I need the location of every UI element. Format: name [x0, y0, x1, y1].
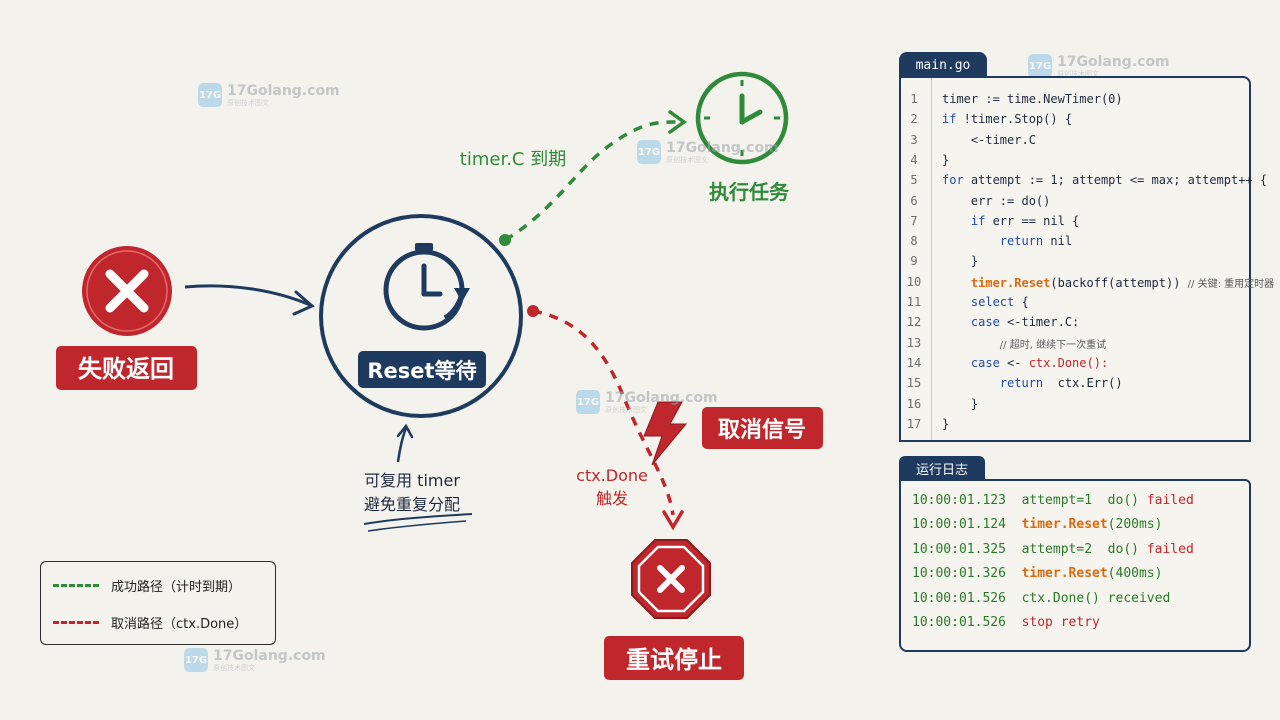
code-line-number: 9	[910, 254, 918, 269]
log-panel-tab[interactable]: 运行日志	[899, 456, 985, 481]
cancel-path	[532, 309, 675, 516]
code-panel: 1 timer := time.NewTimer(0) 2 if !timer.Sto…	[899, 76, 1274, 442]
cancel-arrow-head	[662, 510, 684, 531]
code-line-number: 5	[910, 173, 918, 188]
watermark: 17G 17Golang.com 原创技术图文	[576, 389, 718, 414]
ctx-done-line1: ctx.Done	[576, 466, 648, 485]
log-line: 10:00:01.526 stop retry	[912, 615, 1100, 630]
code-line-number: 12	[906, 315, 922, 330]
code-line: }	[942, 254, 979, 269]
code-line: // 超时, 继续下一次重试	[999, 339, 1107, 351]
code-line-number: 1	[910, 92, 918, 106]
watermark-logo-icon: 17G	[576, 390, 600, 414]
code-line: err := do()	[942, 193, 1051, 208]
fail-label: 失败返回	[78, 355, 174, 383]
legend-success: 成功路径（计时到期）	[53, 576, 241, 595]
lightning-icon	[643, 401, 688, 466]
watermark-logo-icon: 17G	[198, 83, 222, 107]
success-path-dot	[499, 234, 511, 246]
code-line: select {	[942, 295, 1029, 309]
watermark-logo-icon: 17G	[1028, 54, 1052, 78]
code-line: }	[942, 396, 979, 411]
code-line: case <-timer.C:	[942, 315, 1080, 330]
reuse-arrow	[396, 427, 408, 463]
legend-cancel-label: 取消路径（ctx.Done）	[111, 617, 248, 632]
legend: 成功路径（计时到期） 取消路径（ctx.Done）	[40, 561, 276, 645]
code-line: return ctx.Err()	[942, 376, 1123, 391]
code-line: }	[942, 416, 950, 431]
cancel-path-dot	[527, 305, 539, 317]
reset-label-box	[358, 351, 486, 388]
code-line: for attempt := 1; attempt <= max; attemp…	[942, 173, 1268, 188]
log-line: 10:00:01.124 timer.Reset(200ms)	[912, 517, 1163, 533]
fail-arrow-head	[292, 290, 315, 316]
code-line-number: 14	[906, 355, 922, 370]
code-line-number: 4	[910, 152, 918, 167]
code-line-number: 16	[906, 396, 922, 411]
exec-label: 执行任务	[709, 180, 790, 204]
watermark: 17G 17Golang.com 原创技术图文	[198, 82, 340, 107]
cancel-signal-label: 取消信号	[718, 417, 806, 443]
code-line-number: 7	[910, 213, 918, 228]
code-line-number: 17	[906, 416, 922, 431]
stop-label: 重试停止	[626, 646, 722, 674]
code-line-number: 13	[906, 335, 922, 350]
code-line: case <- ctx.Done():	[942, 355, 1109, 370]
stop-label-box	[604, 636, 744, 680]
code-line: timer.Reset(backoff(attempt)) // 关键: 重用定…	[942, 275, 1275, 290]
code-line: <-timer.C	[942, 132, 1036, 147]
log-line: 10:00:01.526 ctx.Done() received	[912, 590, 1171, 606]
timer-expire-label: timer.C 到期	[460, 149, 566, 170]
watermark-logo-icon: 17G	[637, 140, 661, 164]
watermark: 17G 17Golang.com 原创技术图文	[1028, 53, 1170, 78]
legend-success-label: 成功路径（计时到期）	[111, 580, 242, 595]
code-line-number: 10	[906, 274, 922, 289]
watermark-logo-icon: 17G	[184, 648, 208, 672]
code-line-number: 15	[906, 376, 922, 391]
reset-label: Reset等待	[367, 359, 476, 383]
timer-icon	[383, 243, 470, 331]
legend-cancel: 取消路径（ctx.Done）	[53, 613, 247, 632]
code-line: if !timer.Stop() {	[942, 112, 1073, 127]
reuse-line1: 可复用 timer	[364, 471, 460, 490]
clock-icon	[695, 71, 789, 165]
fail-label-box	[56, 346, 197, 390]
watermark: 17G 17Golang.com 原创技术图文	[637, 139, 779, 164]
reuse-line2: 避免重复分配	[364, 495, 460, 514]
reset-node	[319, 214, 523, 418]
code-line-number: 8	[910, 234, 918, 249]
code-file-tab[interactable]: main.go	[899, 52, 987, 79]
code-line-number: 3	[910, 132, 918, 147]
cancel-signal-box	[702, 407, 823, 449]
log-line: 10:00:01.326 timer.Reset(400ms)	[912, 566, 1163, 582]
code-line: timer := time.NewTimer(0)	[942, 92, 1123, 106]
code-line: return nil	[942, 234, 1073, 249]
success-arrow-head	[668, 110, 688, 134]
code-line-number: 6	[910, 193, 918, 208]
legend-cancel-swatch	[53, 621, 99, 624]
ctx-done-line2: 触发	[596, 489, 628, 508]
code-line-number: 2	[910, 112, 918, 127]
log-line: 10:00:01.123 attempt=1 do() failed	[912, 493, 1194, 508]
log-line: 10:00:01.325 attempt=2 do() failed	[912, 541, 1194, 557]
legend-success-swatch	[53, 584, 99, 587]
success-path	[504, 120, 684, 242]
code-gutter	[901, 78, 932, 440]
watermark: 17G 17Golang.com 原创技术图文	[184, 647, 326, 672]
log-panel: 10:00:01.123 attempt=1 do() failed 10:00:…	[899, 479, 1251, 652]
code-line: }	[942, 152, 950, 167]
fail-to-reset-arrow	[184, 284, 311, 307]
code-line: if err == nil {	[942, 213, 1080, 228]
code-line-number: 11	[906, 295, 922, 309]
